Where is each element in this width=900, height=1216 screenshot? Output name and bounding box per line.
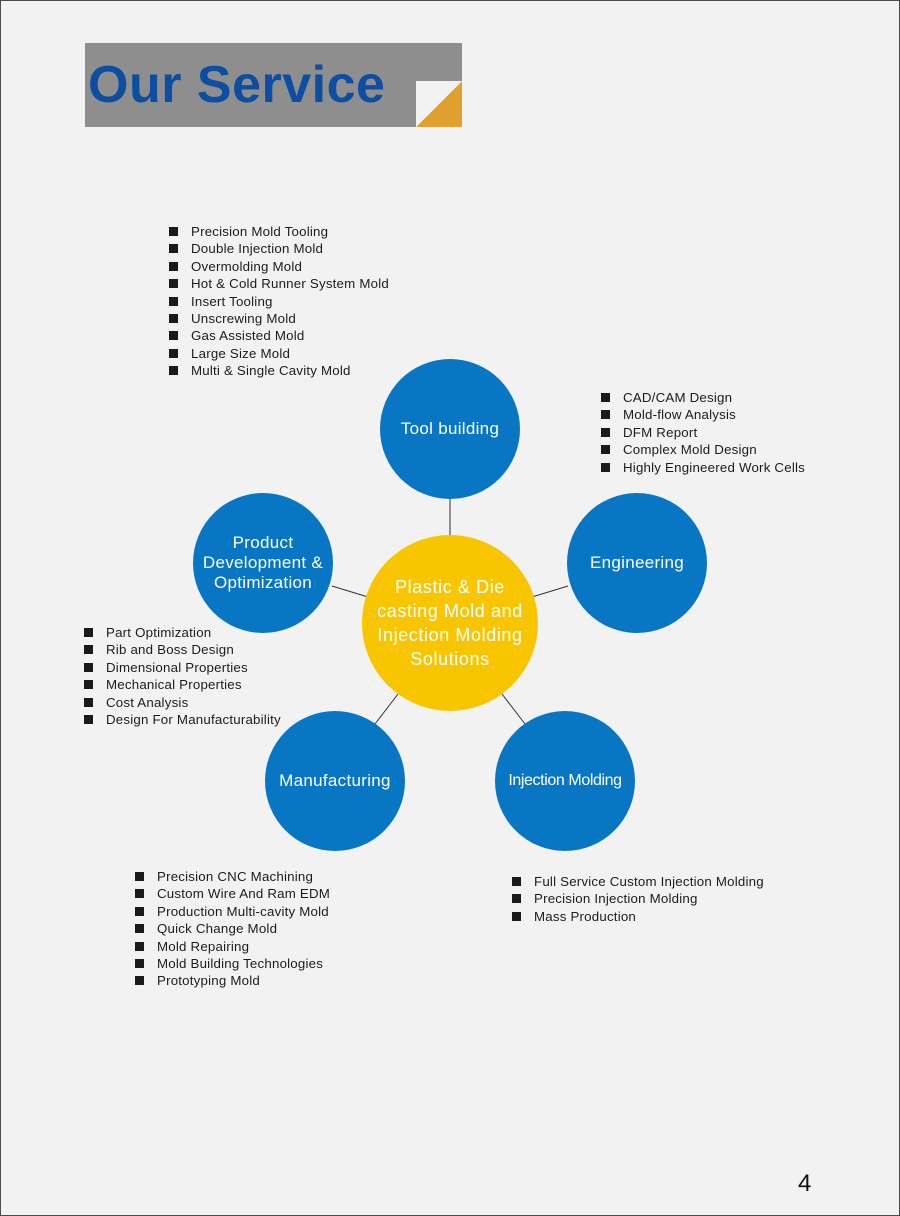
page-number: 4 (798, 1170, 812, 1197)
list-item: Custom Wire And Ram EDM (135, 885, 330, 902)
engineering-list: CAD/CAM Design Mold-flow Analysis DFM Re… (601, 389, 805, 476)
page-title: Our Service (88, 56, 386, 114)
node-label: Engineering (589, 553, 685, 572)
tool-building-list: Precision Mold Tooling Double Injection … (169, 223, 389, 380)
connector-injection-molding (501, 693, 526, 725)
list-item: Part Optimization (84, 624, 281, 641)
list-item: Production Multi-cavity Mold (135, 903, 330, 920)
list-item: Mechanical Properties (84, 676, 281, 693)
node-engineering: Engineering (567, 493, 707, 633)
list-item: Highly Engineered Work Cells (601, 459, 805, 476)
list-item: Full Service Custom Injection Molding (512, 873, 764, 890)
node-label: Injection Molding (508, 772, 622, 789)
list-item: DFM Report (601, 424, 805, 441)
node-label: Tool building (400, 419, 500, 438)
list-item: Prototyping Mold (135, 972, 330, 989)
list-item: Mass Production (512, 908, 764, 925)
list-item: Precision Injection Molding (512, 890, 764, 907)
list-item: Rib and Boss Design (84, 641, 281, 658)
center-label: Plastic & Die casting Mold and Injection… (377, 577, 523, 669)
product-development-list: Part Optimization Rib and Boss Design Di… (84, 624, 281, 728)
list-item: Mold-flow Analysis (601, 406, 805, 423)
list-item: Cost Analysis (84, 694, 281, 711)
list-item: Insert Tooling (169, 293, 389, 310)
center-node: Plastic & Die casting Mold and Injection… (362, 535, 538, 711)
list-item: Multi & Single Cavity Mold (169, 362, 389, 379)
connector-engineering (531, 585, 569, 598)
list-item: Design For Manufacturability (84, 711, 281, 728)
node-label: Manufacturing (279, 771, 391, 790)
connector-product-development (331, 585, 369, 598)
list-item: Unscrewing Mold (169, 310, 389, 327)
list-item: Hot & Cold Runner System Mold (169, 275, 389, 292)
list-item: Overmolding Mold (169, 258, 389, 275)
list-item: Precision Mold Tooling (169, 223, 389, 240)
list-item: Gas Assisted Mold (169, 327, 389, 344)
node-product-development: Product Development & Optimization (193, 493, 333, 633)
list-item: Complex Mold Design (601, 441, 805, 458)
list-item: CAD/CAM Design (601, 389, 805, 406)
title-banner (85, 43, 462, 127)
list-item: Large Size Mold (169, 345, 389, 362)
list-item: Mold Building Technologies (135, 955, 330, 972)
node-manufacturing: Manufacturing (265, 711, 405, 851)
banner-folded-corner (416, 81, 462, 127)
list-item: Mold Repairing (135, 938, 330, 955)
list-item: Double Injection Mold (169, 240, 389, 257)
injection-molding-list: Full Service Custom Injection Molding Pr… (512, 873, 764, 925)
manufacturing-list: Precision CNC Machining Custom Wire And … (135, 868, 330, 990)
list-item: Quick Change Mold (135, 920, 330, 937)
node-label: Product Development & Optimization (202, 533, 324, 592)
list-item: Dimensional Properties (84, 659, 281, 676)
list-item: Precision CNC Machining (135, 868, 330, 885)
node-tool-building: Tool building (380, 359, 520, 499)
node-injection-molding: Injection Molding (495, 711, 635, 851)
connector-manufacturing (374, 693, 399, 725)
